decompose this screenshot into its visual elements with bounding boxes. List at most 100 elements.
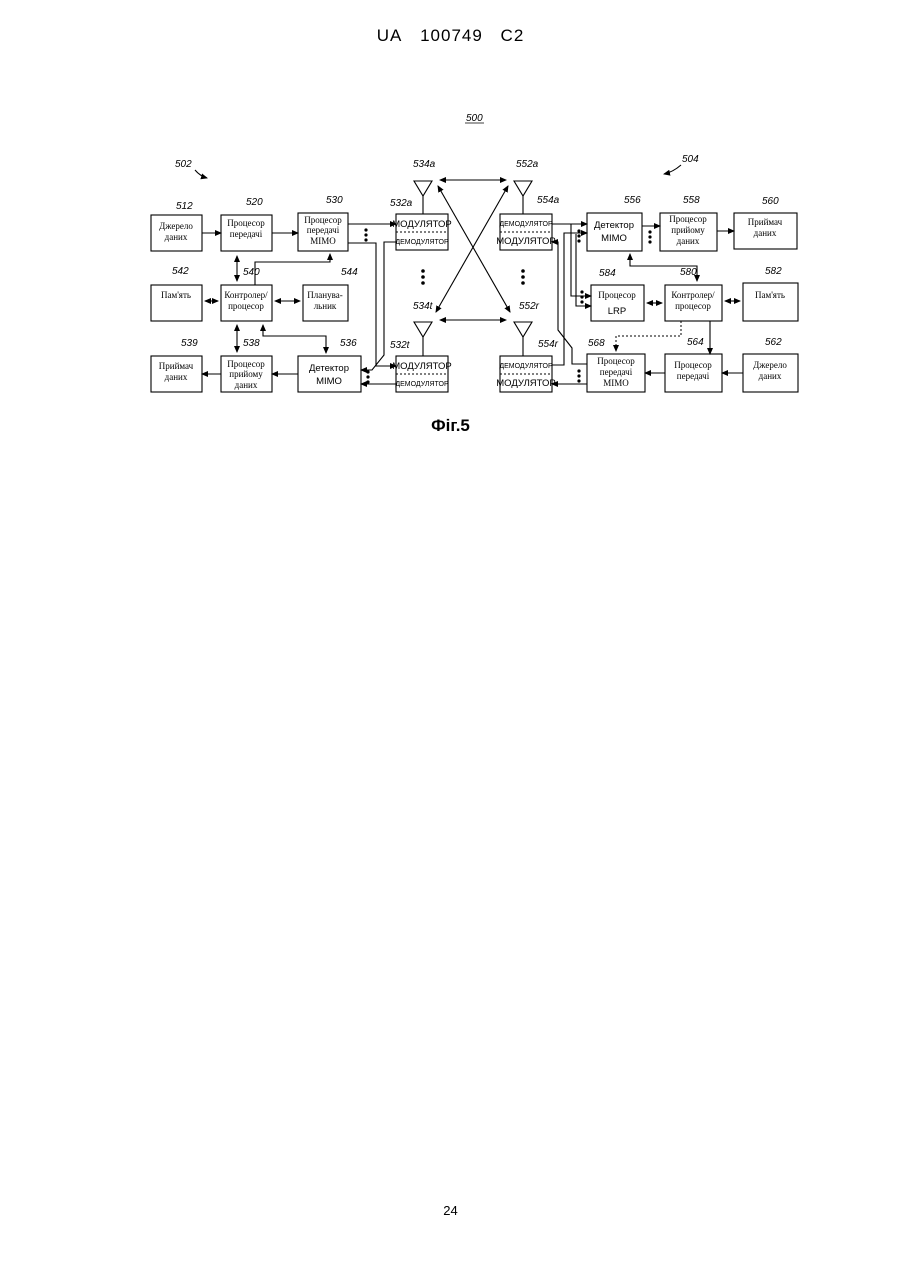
svg-text:Контролер/: Контролер/: [224, 290, 268, 300]
page-number: 24: [0, 1203, 901, 1218]
svg-text:МОДУЛЯТОР: МОДУЛЯТОР: [392, 361, 452, 372]
svg-text:539: 539: [181, 338, 198, 349]
antenna-right-bottom: 552r: [514, 301, 540, 356]
system-ref-label: 500: [466, 113, 483, 124]
svg-text:542: 542: [172, 266, 189, 277]
svg-text:Джерело: Джерело: [753, 360, 787, 370]
svg-text:ДЕМОДУЛЯТОР: ДЕМОДУЛЯТОР: [395, 381, 449, 388]
svg-text:520: 520: [246, 197, 263, 208]
svg-text:Джерело: Джерело: [159, 221, 193, 231]
svg-text:передачі: передачі: [677, 371, 710, 381]
block-tx-mimo-processor-left: 530 Процесор передачі MIMO: [298, 195, 348, 251]
svg-text:Детектор: Детектор: [309, 363, 349, 374]
block-rx-processor-left: 538 Процесор прийому даних: [221, 338, 272, 392]
svg-text:Процесор: Процесор: [304, 215, 342, 225]
svg-text:530: 530: [326, 195, 343, 206]
block-tx-processor-right: 564 Процесор передачі: [665, 337, 722, 392]
svg-text:MIMO: MIMO: [316, 376, 342, 387]
block-modem-right-top: 554a ДЕМОДУЛЯТОР МОДУЛЯТОР: [496, 195, 559, 250]
block-rx-processor-right: 558 Процесор прийому даних: [660, 195, 717, 251]
svg-text:512: 512: [176, 201, 193, 212]
svg-text:Приймач: Приймач: [748, 217, 783, 227]
block-controller-right: 580 Контролер/ процесор: [665, 267, 722, 321]
svg-text:процесор: процесор: [675, 301, 711, 311]
block-lrp-processor: 584 Процесор LRP: [591, 268, 644, 321]
svg-text:МОДУЛЯТОР: МОДУЛЯТОР: [496, 236, 556, 247]
svg-text:передачі: передачі: [230, 229, 263, 239]
svg-text:582: 582: [765, 266, 782, 277]
block-tx-processor-left: 520 Процесор передачі: [221, 197, 272, 251]
svg-text:540: 540: [243, 267, 260, 278]
svg-text:даних: даних: [235, 380, 258, 390]
svg-text:даних: даних: [677, 236, 700, 246]
svg-text:Процесор: Процесор: [227, 218, 265, 228]
svg-text:Приймач: Приймач: [159, 361, 194, 371]
svg-text:даних: даних: [754, 228, 777, 238]
svg-text:580: 580: [680, 267, 697, 278]
station-ref-left: 502: [175, 159, 192, 170]
svg-text:534a: 534a: [413, 159, 436, 170]
svg-text:584: 584: [599, 268, 616, 279]
svg-text:ДЕМОДУЛЯТОР: ДЕМОДУЛЯТОР: [499, 221, 553, 228]
svg-text:552a: 552a: [516, 159, 539, 170]
svg-text:538: 538: [243, 338, 260, 349]
svg-text:Процесор: Процесор: [674, 360, 712, 370]
block-memory-left: 542 Пам'ять: [151, 266, 202, 321]
svg-text:564: 564: [687, 337, 704, 348]
block-memory-right: 582 Пам'ять: [743, 266, 798, 321]
block-controller-left: 540 Контролер/ процесор: [221, 267, 272, 321]
svg-text:передачі: передачі: [307, 225, 340, 235]
svg-text:МОДУЛЯТОР: МОДУЛЯТОР: [496, 378, 556, 389]
svg-text:534t: 534t: [413, 301, 434, 312]
svg-text:532a: 532a: [390, 198, 413, 209]
antenna-right-top: 552a: [514, 159, 539, 214]
svg-text:544: 544: [341, 267, 358, 278]
block-modem-left-bottom: 532t МОДУЛЯТОР ДЕМОДУЛЯТОР: [390, 340, 452, 392]
svg-text:ДЕМОДУЛЯТОР: ДЕМОДУЛЯТОР: [499, 363, 553, 370]
svg-text:532t: 532t: [390, 340, 411, 351]
svg-text:560: 560: [762, 196, 779, 207]
block-data-source-right: 562 Джерело даних: [743, 337, 798, 392]
svg-text:Процесор: Процесор: [598, 290, 636, 300]
svg-text:562: 562: [765, 337, 782, 348]
block-modem-right-bottom: 554r ДЕМОДУЛЯТОР МОДУЛЯТОР: [496, 339, 558, 392]
svg-text:556: 556: [624, 195, 641, 206]
block-data-sink-left: 539 Приймач даних: [151, 338, 202, 392]
svg-text:554r: 554r: [538, 339, 559, 350]
svg-text:процесор: процесор: [228, 301, 264, 311]
block-scheduler-left: 544 Планува- льник: [303, 267, 358, 321]
block-data-sink-right: 560 Приймач даних: [734, 196, 797, 249]
svg-text:передачі: передачі: [600, 367, 633, 377]
svg-text:Контролер/: Контролер/: [671, 290, 715, 300]
svg-text:прийому: прийому: [671, 225, 705, 235]
svg-text:даних: даних: [165, 232, 188, 242]
svg-text:МОДУЛЯТОР: МОДУЛЯТОР: [392, 219, 452, 230]
block-tx-mimo-processor-right: 568 Процесор передачі MIMO: [587, 338, 645, 392]
svg-text:MIMO: MIMO: [601, 233, 627, 244]
svg-text:Планува-: Планува-: [307, 290, 342, 300]
svg-text:MIMO: MIMO: [603, 378, 629, 388]
station-ref-right: 504: [682, 154, 699, 165]
antenna-left-top: 534a: [413, 159, 436, 214]
svg-text:Процесор: Процесор: [227, 359, 265, 369]
svg-text:даних: даних: [759, 371, 782, 381]
block-modem-left-top: 532a МОДУЛЯТОР ДЕМОДУЛЯТОР: [390, 198, 452, 250]
antenna-ellipsis: [421, 269, 525, 285]
svg-text:MIMO: MIMO: [310, 236, 336, 246]
svg-text:536: 536: [340, 338, 357, 349]
svg-text:LRP: LRP: [608, 306, 626, 317]
figure-caption: Фіг.5: [0, 416, 901, 436]
svg-text:ДЕМОДУЛЯТОР: ДЕМОДУЛЯТОР: [395, 239, 449, 246]
svg-text:558: 558: [683, 195, 700, 206]
block-data-source-left: 512 Джерело даних: [151, 201, 202, 251]
svg-text:льник: льник: [314, 301, 337, 311]
svg-text:Пам'ять: Пам'ять: [161, 290, 191, 300]
svg-text:Процесор: Процесор: [669, 214, 707, 224]
svg-text:Пам'ять: Пам'ять: [755, 290, 785, 300]
block-mimo-detector-right: 556 Детектор MIMO: [587, 195, 642, 251]
svg-text:568: 568: [588, 338, 605, 349]
svg-text:даних: даних: [165, 372, 188, 382]
svg-text:Процесор: Процесор: [597, 356, 635, 366]
svg-text:Детектор: Детектор: [594, 220, 634, 231]
